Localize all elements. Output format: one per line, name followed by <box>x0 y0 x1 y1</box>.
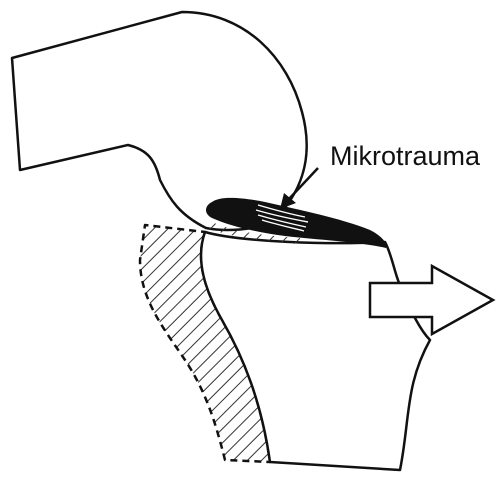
microtrauma-label: Mikrotrauma <box>330 141 481 171</box>
femur-bone <box>12 12 307 230</box>
